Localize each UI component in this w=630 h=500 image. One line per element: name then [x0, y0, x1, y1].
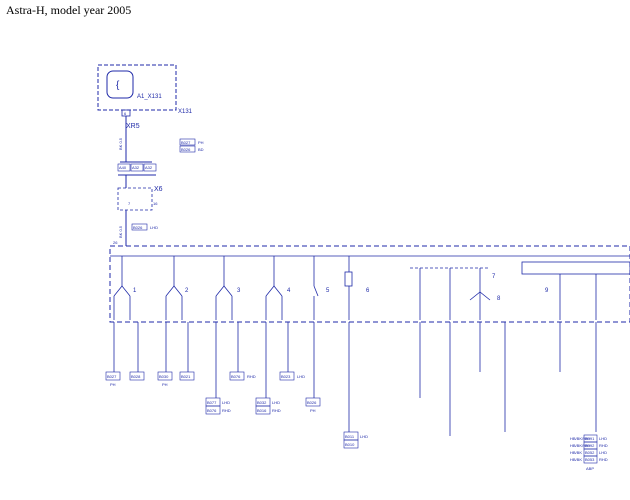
- branch-3-tag: RHD: [247, 374, 256, 379]
- lower-list-label-4: HB/BK: [570, 457, 582, 462]
- branch-5-wires: B026 PH: [305, 322, 321, 413]
- switch-4: 4: [265, 256, 291, 320]
- abp-tag: ABP: [586, 466, 594, 471]
- branch-6-tag: LHD: [360, 434, 368, 439]
- branch-2-tag: PH: [162, 382, 168, 387]
- branch-3-wires: B076 RHD B077 LHD B076 RHD: [205, 322, 256, 415]
- lower-list-label-3: HB/BK: [570, 450, 582, 455]
- lower-list-tag-3: LHD: [599, 450, 607, 455]
- lower-list-group: HB/BK/WH HB/BK/WH HB/BK HB/BK B091 B092 …: [419, 322, 608, 471]
- lower-list-label-1: HB/BK/WH: [570, 436, 590, 441]
- lower-list-label-2: HB/BK/WH: [570, 443, 590, 448]
- x6-label: X6: [154, 186, 163, 193]
- branch-4-wires: B023 LHD B032 LHD B016 RHD: [255, 322, 305, 415]
- left-pair-b-code-1: B032: [257, 400, 267, 405]
- switch-4-id: 4: [287, 288, 291, 294]
- branch-2-wires: B030 B021 PH: [157, 322, 195, 387]
- switch-6: 6: [344, 256, 370, 320]
- module-connector: X131: [178, 109, 193, 115]
- branch-5-code: B026: [307, 400, 317, 405]
- lower-list-code-3: B052: [585, 450, 595, 455]
- module-inner: [106, 70, 134, 99]
- junction-box-label-2: A32: [132, 165, 140, 170]
- switch-2: 2: [165, 256, 189, 320]
- upper-note-tag-2: BD: [198, 147, 204, 152]
- branch-4-tag: LHD: [297, 374, 305, 379]
- x6-out-label: BK 0.5: [118, 225, 123, 238]
- left-pair-a-code-2: B076: [207, 408, 217, 413]
- switch-5-id: 5: [326, 288, 330, 294]
- switch-3-id: 3: [237, 288, 241, 294]
- branch-1-code-b: B028: [131, 374, 141, 379]
- page-title: Astra-H, model year 2005: [6, 3, 132, 17]
- module-brace: {: [116, 80, 120, 91]
- lower-list-tag-1: LHD: [599, 436, 607, 441]
- switch-8: 8: [469, 291, 501, 302]
- switch-2-id: 2: [185, 288, 189, 294]
- uhd-note-tag: LHD: [150, 225, 158, 230]
- junction-box-3: [143, 163, 157, 172]
- upper-note-box-1: [179, 138, 196, 146]
- module-box: [97, 64, 177, 111]
- left-pair-a-code-1: B077: [207, 400, 217, 405]
- branch-2-code-a: B030: [159, 374, 169, 379]
- lower-list-code-1: B091: [585, 436, 595, 441]
- switch-3: 3: [215, 256, 241, 320]
- switch-7: 7: [410, 267, 496, 320]
- control-unit-box: [109, 245, 630, 323]
- branch-3-code: B076: [231, 374, 241, 379]
- upper-note-box-2: [179, 145, 196, 153]
- switch-8-id: 8: [497, 296, 501, 302]
- switch-7-id: 7: [492, 274, 496, 280]
- left-pair-b-code-2: B016: [257, 408, 267, 413]
- branch-1-wires: B027 B028 PH: [105, 322, 145, 387]
- junction-box-label-1: A40: [119, 165, 127, 170]
- module-name: A1_X131: [137, 94, 162, 100]
- switch-6-id: 6: [366, 288, 370, 294]
- left-pair-b-tag-2: RHD: [272, 408, 281, 413]
- bus-number: 26: [113, 240, 118, 245]
- switch-1-id: 1: [133, 288, 137, 294]
- module-pin: 6: [124, 111, 127, 116]
- main-feed-label: BK 0.5: [118, 137, 123, 150]
- branch-1-code-a: B027: [107, 374, 117, 379]
- switch-1: 1: [113, 256, 137, 320]
- upper-note-tag-1: PH: [198, 140, 204, 145]
- lower-list-code-4: B053: [585, 457, 595, 462]
- x6-connector: [117, 187, 153, 211]
- branch-6-wires: B011 B010 LHD: [343, 322, 368, 449]
- upper-note-code-1: B027: [181, 140, 191, 145]
- branch-2-code-b: B021: [181, 374, 191, 379]
- left-pair-b-tag-1: LHD: [272, 400, 280, 405]
- uhd-note-code: B026: [133, 225, 143, 230]
- left-pair-a-tag-2: RHD: [222, 408, 231, 413]
- junction-box-1: [117, 163, 131, 172]
- upper-note-code-2: B026: [181, 147, 191, 152]
- left-pair-a-tag-1: LHD: [222, 400, 230, 405]
- branch-1-tag: PH: [110, 382, 116, 387]
- junction-box-2: [130, 163, 144, 172]
- branch-6-code-b: B010: [345, 442, 355, 447]
- relay-ref: XR5: [126, 123, 140, 130]
- branch-5-tag: PH: [310, 408, 316, 413]
- x6-pin-right: 16: [153, 201, 158, 206]
- lower-list-tag-2: RHD: [599, 443, 608, 448]
- switch-9: 9: [521, 261, 630, 320]
- branch-4-code: B023: [281, 374, 291, 379]
- lower-list-code-2: B092: [585, 443, 595, 448]
- x6-pin-left: 7: [128, 201, 131, 206]
- switch-5: 5: [313, 256, 330, 320]
- switch-9-id: 9: [545, 288, 549, 294]
- branch-6-code-a: B011: [345, 434, 355, 439]
- junction-box-label-3: A32: [145, 165, 153, 170]
- uhd-note-box: [131, 223, 148, 231]
- lower-list-tag-4: RHD: [599, 457, 608, 462]
